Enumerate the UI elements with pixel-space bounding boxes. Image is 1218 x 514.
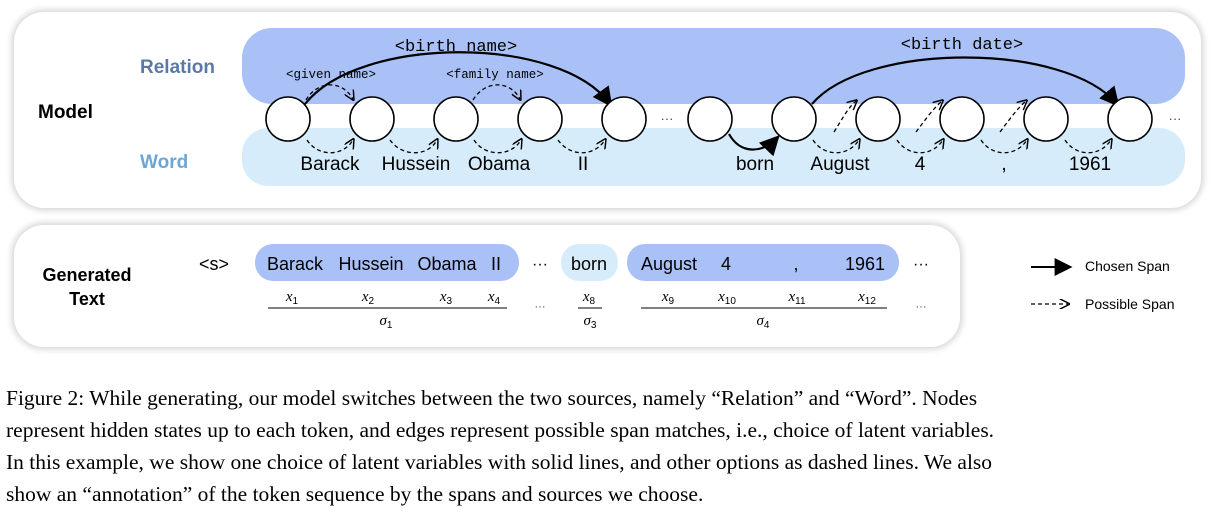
generated-word: Barack: [267, 254, 324, 274]
generated-ellipsis-end: ···: [913, 256, 929, 273]
hidden-state-node: [433, 96, 479, 142]
word-token: Barack: [300, 154, 360, 175]
x-ellipsis: ···: [535, 301, 546, 313]
given-name-label: <given name>: [286, 68, 376, 82]
x-var: x9: [661, 289, 675, 307]
node-ellipsis-end: ···: [1169, 111, 1182, 126]
word-token: Obama: [468, 154, 531, 175]
x-var: x2: [361, 289, 375, 307]
possible-word-span: [306, 140, 353, 154]
hidden-state-nodes: [265, 96, 1153, 142]
possible-word-span: [557, 140, 605, 154]
word-token: Hussein: [382, 154, 451, 175]
generated-label-line1: Generated: [42, 265, 131, 285]
relation-label: Relation: [140, 57, 215, 78]
node-ellipsis: ···: [661, 111, 674, 126]
hidden-state-node: [855, 96, 901, 142]
word-token: ,: [1001, 154, 1006, 175]
generated-word: 1961: [845, 254, 885, 274]
caption-line: Figure 2: While generating, our model sw…: [6, 386, 978, 410]
x-var: x4: [487, 289, 501, 307]
word-token: II: [578, 154, 589, 175]
generated-word: August: [641, 254, 697, 274]
generated-word: Obama: [417, 254, 477, 274]
generated-word: II: [491, 254, 501, 274]
possible-word-span: [389, 140, 437, 154]
x-var: x1: [285, 289, 299, 307]
hidden-state-node: [771, 96, 817, 142]
possible-span-given-name: [305, 84, 353, 100]
caption-line: show an “annotation” of the token sequen…: [6, 482, 704, 506]
x-var: x10: [717, 289, 736, 307]
word-token: born: [736, 154, 774, 175]
x-var: x3: [439, 289, 453, 307]
possible-span-date-1: [833, 101, 856, 133]
generated-word: 4: [721, 254, 731, 274]
generated-word: born: [571, 254, 607, 274]
hidden-state-node: [939, 96, 985, 142]
word-token: August: [810, 154, 870, 175]
sigma-var: σ4: [757, 313, 770, 331]
x-var: x12: [857, 289, 876, 307]
relation-band: [242, 28, 1185, 104]
hidden-state-node: [601, 96, 647, 142]
possible-span-family-name: [472, 84, 520, 100]
hidden-state-node: [349, 96, 395, 142]
word-span-arcs: [306, 140, 1111, 154]
word-span-pill: [561, 244, 618, 281]
sigma-var: σ1: [380, 313, 393, 331]
generated-ellipsis: ···: [532, 256, 548, 273]
caption-line: represent hidden states up to each token…: [6, 418, 995, 442]
word-token: 4: [915, 154, 926, 175]
start-token: <s>: [199, 254, 229, 274]
chosen-span-birth-name: [304, 51, 613, 108]
hidden-state-node: [1023, 96, 1069, 142]
possible-word-span: [980, 140, 1027, 154]
chosen-span-born: [728, 133, 780, 157]
generated-label-line2: Text: [69, 289, 105, 309]
word-band: [242, 128, 1185, 186]
relation-span-pill: [627, 244, 899, 281]
x-var: x8: [582, 289, 596, 307]
generated-word: Hussein: [338, 254, 403, 274]
sigma-var: σ3: [584, 313, 597, 331]
hidden-state-node: [265, 96, 311, 142]
x-ellipsis-end: ···: [916, 301, 927, 313]
generated-word: ,: [793, 254, 798, 274]
legend-chosen-label: Chosen Span: [1085, 258, 1170, 274]
possible-word-span: [812, 140, 859, 154]
hidden-state-node: [517, 96, 563, 142]
possible-span-date-2: [915, 101, 942, 133]
relation-span-pill: [255, 244, 519, 281]
caption-line: In this example, we show one choice of l…: [6, 450, 993, 474]
word-label: Word: [140, 152, 188, 173]
hidden-state-node: [1107, 96, 1153, 142]
model-label: Model: [38, 102, 93, 123]
figure-caption: Figure 2: While generating, our model sw…: [6, 382, 1214, 510]
possible-word-span: [896, 140, 943, 154]
possible-word-span: [1064, 140, 1111, 154]
family-name-label: <family name>: [446, 68, 544, 82]
legend-possible-label: Possible Span: [1085, 296, 1175, 312]
word-token: 1961: [1069, 154, 1111, 175]
chosen-span-birth-date: [811, 56, 1120, 108]
birth-date-label: <birth date>: [901, 36, 1023, 55]
possible-span-date-3: [999, 101, 1026, 133]
possible-word-span: [473, 140, 521, 154]
x-var: x11: [787, 289, 805, 307]
hidden-state-node: [687, 96, 733, 142]
